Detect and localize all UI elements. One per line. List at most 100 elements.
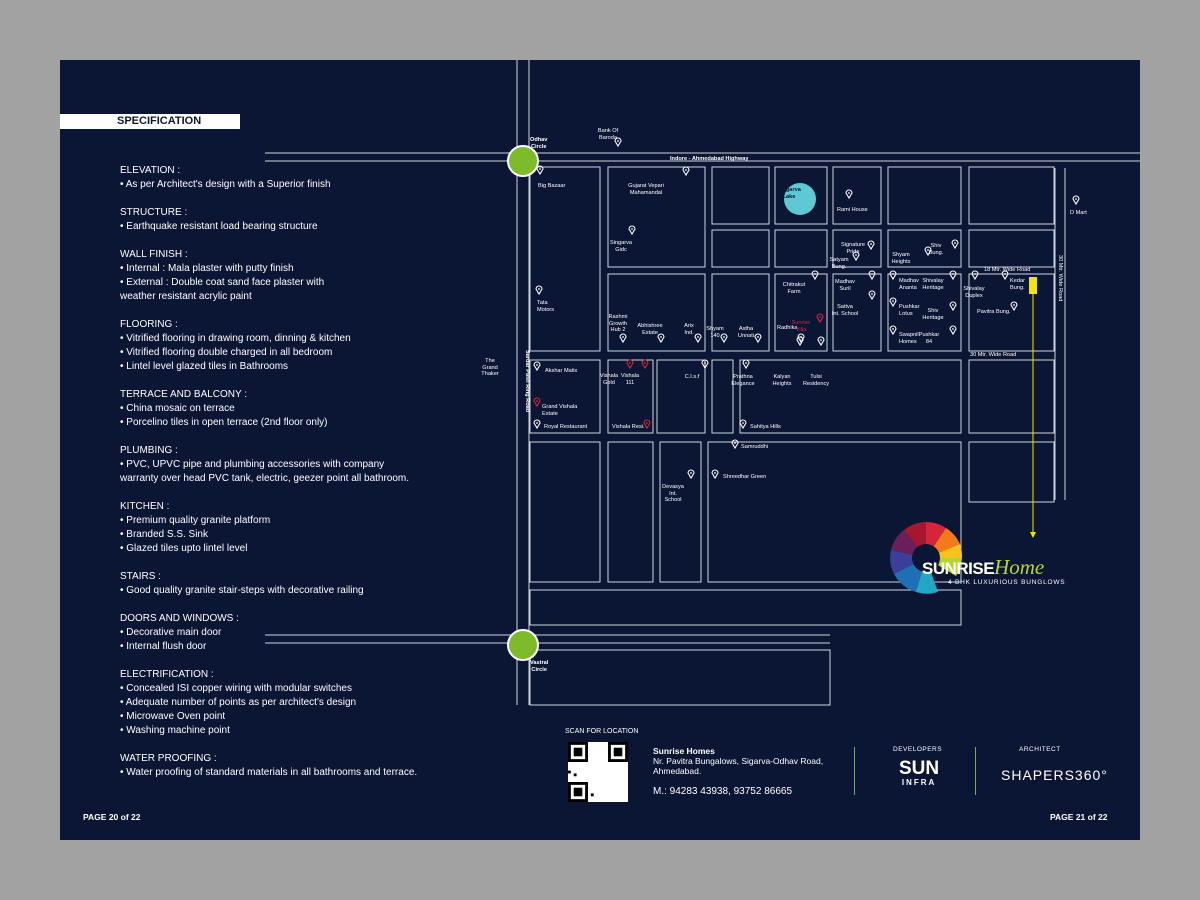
spec-item: • Porcelino tiles in open terrace (2nd f… bbox=[120, 417, 328, 428]
landmark-label: Singarva Lake bbox=[777, 187, 801, 200]
road-30b-label: 30 Mtr. Wide Road bbox=[1057, 255, 1063, 302]
spec-section: DOORS AND WINDOWS : • Decorative main doo… bbox=[120, 612, 540, 654]
landmark-label: Rami House bbox=[837, 207, 868, 213]
spec-heading: STRUCTURE : bbox=[120, 207, 188, 218]
block bbox=[968, 273, 1055, 352]
spec-heading: DOORS AND WINDOWS : bbox=[120, 613, 239, 624]
map-pin-icon bbox=[817, 336, 825, 347]
sunrise-logo-icon bbox=[890, 521, 963, 594]
map-pins bbox=[533, 137, 1080, 480]
landmark-label: Sahitya Hills bbox=[750, 424, 781, 430]
qr-code[interactable] bbox=[568, 742, 628, 802]
map-pin-icon bbox=[614, 137, 622, 148]
block bbox=[529, 359, 601, 434]
spec-item: • Lintel level glazed tiles in Bathrooms bbox=[120, 361, 289, 372]
spec-section: KITCHEN :• Premium quality granite platf… bbox=[120, 500, 540, 556]
map-pin-icon bbox=[889, 325, 897, 336]
map-pin-icon bbox=[731, 439, 739, 450]
ring-road-label: Sardar Patel Ring Road bbox=[524, 350, 530, 413]
landmark-label: Bank Of Baroda bbox=[597, 128, 619, 141]
map-pin-icon bbox=[626, 359, 634, 370]
block bbox=[887, 166, 962, 225]
block bbox=[711, 359, 734, 434]
map-pin-icon bbox=[852, 251, 860, 262]
spec-heading: TERRACE AND BALCONY : bbox=[120, 389, 248, 400]
block bbox=[711, 229, 770, 268]
map-pin-icon bbox=[867, 240, 875, 251]
map-pin-icon bbox=[711, 469, 719, 480]
landmark-label: Astha Unnati bbox=[737, 326, 755, 339]
landmark-label: Devasya Int. School bbox=[662, 484, 684, 503]
landmark-label: Singarva Gidc bbox=[609, 240, 633, 253]
page-number-right: PAGE 21 of 22 bbox=[1050, 812, 1108, 822]
spec-heading: WATER PROOFING : bbox=[120, 753, 217, 764]
block bbox=[656, 359, 706, 434]
odhav-circle-label: Odhav Circle bbox=[530, 137, 548, 150]
landmark-label: Abhishree Estate bbox=[637, 323, 663, 336]
highway-label: Indore - Ahmedabad Highway bbox=[670, 156, 749, 162]
spec-item: • Decorative main door bbox=[120, 627, 222, 638]
developer-logo: SUN INFRA bbox=[899, 758, 940, 787]
landmark-label: Satyam Bung. bbox=[829, 257, 849, 270]
landmark-label: Vishala 111 bbox=[620, 373, 640, 386]
spec-item: • Concealed ISI copper wiring with modul… bbox=[120, 683, 352, 694]
map-pin-icon bbox=[754, 333, 762, 344]
map-pin-icon bbox=[949, 270, 957, 281]
architect-label: ARCHITECT bbox=[1019, 746, 1061, 753]
map-pin-icon bbox=[701, 359, 709, 370]
address-line2: Ahmedabad. bbox=[653, 766, 702, 776]
map-pin-icon bbox=[924, 246, 932, 257]
landmark-label: Kedar Bung. bbox=[1010, 278, 1025, 291]
vastral-circle-marker bbox=[507, 629, 539, 661]
map-pin-icon bbox=[694, 333, 702, 344]
map-pin-icon bbox=[889, 270, 897, 281]
spec-heading: PLUMBING : bbox=[120, 445, 178, 456]
spec-heading: STAIRS : bbox=[120, 571, 161, 582]
phone-number: M.: 94283 43938, 93752 86665 bbox=[653, 786, 793, 797]
spec-section: STRUCTURE :• Earthquake resistant load b… bbox=[120, 206, 540, 234]
company-info: Sunrise Homes Nr. Pavitra Bungalows, Sig… bbox=[653, 746, 823, 797]
company-name: Sunrise Homes bbox=[653, 746, 715, 756]
map-pin-icon bbox=[889, 297, 897, 308]
block bbox=[739, 359, 962, 434]
block bbox=[707, 441, 962, 583]
landmark-label: Big Bazaar bbox=[538, 183, 566, 189]
scan-label: SCAN FOR LOCATION bbox=[565, 728, 639, 735]
map-pin-icon bbox=[1010, 301, 1018, 312]
map-pin-icon bbox=[533, 397, 541, 408]
map-pin-icon bbox=[949, 325, 957, 336]
landmark-label: Tata Motors bbox=[537, 300, 555, 313]
spec-item: • Washing machine point bbox=[120, 725, 230, 736]
landmark-label: Sattva Int. School bbox=[831, 304, 859, 317]
road-18-label: 18 Mtr. Wide Road bbox=[984, 267, 1031, 273]
landmark-label: Grand Vishala Estate bbox=[542, 404, 578, 417]
spec-item: weather resistant acrylic paint bbox=[120, 291, 252, 302]
landmark-label: Shreedhar Green bbox=[723, 474, 767, 480]
landmark-label: Swapnil Homes bbox=[899, 332, 919, 345]
spec-item: • Branded S.S. Sink bbox=[120, 529, 208, 540]
landmark-label: Shiv Bung. bbox=[928, 243, 944, 256]
landmark-label: Royal Restaurant bbox=[544, 424, 588, 430]
map-roads bbox=[265, 60, 1140, 706]
spec-section: ELEVATION :• As per Architect's design w… bbox=[120, 164, 540, 192]
map-pin-icon bbox=[811, 270, 819, 281]
landmark-label: Shyam Heights bbox=[891, 252, 911, 265]
road-30a-label: 30 Mtr. Wide Road bbox=[970, 352, 1017, 358]
spec-heading: FLOORING : bbox=[120, 319, 178, 330]
spec-item: • China mosaic on terrace bbox=[120, 403, 235, 414]
map-pin-icon bbox=[643, 419, 651, 430]
landmark-label: Vishala Gold bbox=[599, 373, 619, 386]
architect-logo: SHAPERS360° bbox=[1001, 767, 1108, 783]
odhav-circle-marker bbox=[507, 145, 539, 177]
map-pin-icon bbox=[742, 359, 750, 370]
landmark-label: Shivalay Heritage bbox=[922, 278, 944, 291]
block bbox=[832, 166, 882, 225]
landmark-label: Vishala Resi. bbox=[612, 424, 645, 430]
block bbox=[659, 441, 702, 583]
block bbox=[529, 589, 962, 626]
landmark-label: Samruddhi bbox=[741, 444, 769, 450]
landmark-label: Kalyan Heights bbox=[772, 374, 792, 387]
block bbox=[529, 166, 601, 352]
page-title: SPECIFICATION bbox=[117, 115, 202, 127]
landmark-label: Akshar Matix bbox=[545, 368, 578, 374]
